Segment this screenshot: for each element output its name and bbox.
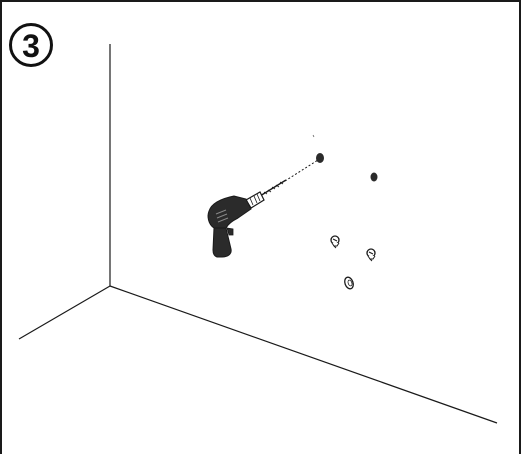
marker-tick xyxy=(313,135,314,137)
floor-right-line xyxy=(110,286,497,423)
wall-anchor-icon xyxy=(343,276,355,290)
drilled-hole-icon xyxy=(316,153,324,163)
drill-icon xyxy=(208,192,264,257)
floor-left-line xyxy=(19,286,110,339)
screw-icon xyxy=(367,249,375,261)
screw-icon xyxy=(331,236,339,248)
drilled-hole-icon xyxy=(371,173,378,182)
drill-bit xyxy=(260,180,286,196)
drill-path-dotted-line xyxy=(285,160,318,181)
